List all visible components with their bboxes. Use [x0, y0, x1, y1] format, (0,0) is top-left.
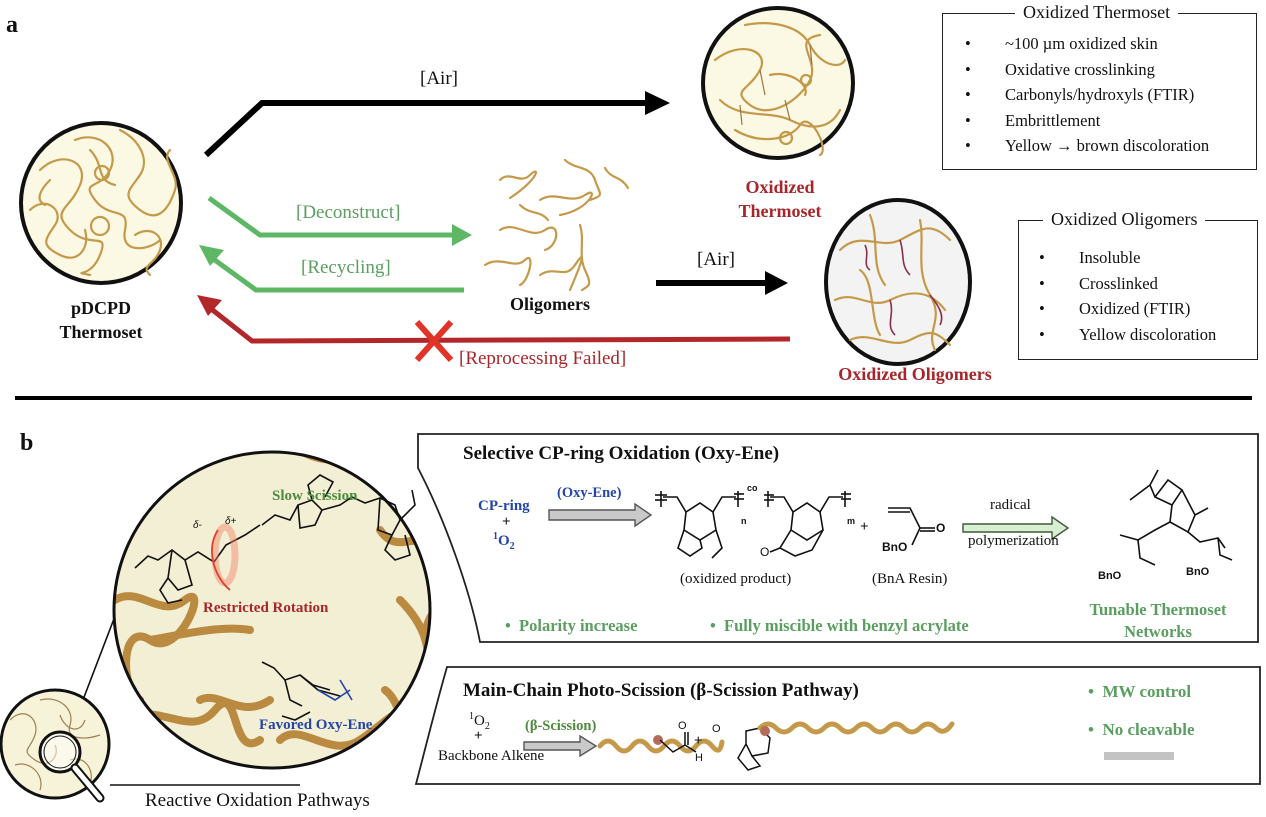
tunable-networks-label: Tunable Thermoset Networks — [1068, 599, 1248, 643]
slow-scission-label: Slow Scission — [272, 488, 358, 504]
delta-plus-label: δ+ — [225, 516, 237, 527]
oxidized-oligomers-circle — [824, 198, 972, 366]
ketone-product — [737, 721, 955, 771]
restricted-rotation-molecule — [134, 474, 416, 604]
thermoset-property-item: •Yellow → brown discoloration — [965, 136, 1210, 155]
favored-oxy-ene-molecule — [261, 661, 353, 721]
scission-box-title: Main-Chain Photo-Scission (β-Scission Pa… — [463, 680, 859, 701]
no-cleavable-bullet: • No cleavable — [1088, 720, 1195, 739]
aldehyde-product — [597, 732, 725, 754]
network-bno-right: BnO — [1186, 566, 1210, 578]
aldehyde-hydrogen: H — [695, 752, 703, 764]
pdcpd-label-line1: pDCPD — [70, 298, 131, 318]
plus-sign-4: + — [694, 733, 703, 749]
oxidized-thermoset-line1: Oxidized — [745, 177, 815, 197]
oxidized-oligomers-label: Oxidized Oligomers — [838, 364, 992, 384]
plus-sign-3: + — [474, 728, 483, 744]
miscible-bullet: • Fully miscible with benzyl acrylate — [710, 616, 969, 635]
radical-polymerization-arrow — [962, 515, 1070, 541]
bno-label: BnO — [882, 540, 908, 554]
pdcpd-thermoset-circle — [19, 121, 183, 285]
bna-resin-caption: (BnA Resin) — [872, 571, 948, 587]
thermoset-property-item: •Embrittlement — [965, 110, 1101, 130]
thermoset-property-item: •~100 µm oxidized skin — [965, 34, 1158, 53]
panel-b-label: b — [20, 430, 34, 456]
singlet-oxygen-label: 1O2 — [493, 531, 515, 552]
carbonyl-oxygen-label: O — [760, 545, 770, 559]
oligomer-fragments — [483, 158, 630, 292]
polarity-bullet: • Polarity increase — [505, 616, 638, 635]
restricted-rotation-label: Restricted Rotation — [203, 600, 329, 616]
air-arrow-middle — [656, 271, 788, 295]
oligomer-property-item: •Oxidized (FTIR) — [1039, 299, 1191, 318]
recycling-label: [Recycling] — [301, 257, 391, 278]
plus-sign-2: + — [860, 519, 869, 535]
favored-oxy-ene-label: Favored Oxy-Ene — [259, 717, 373, 733]
radical-label: radical — [990, 497, 1031, 513]
oligomer-property-item: •Yellow discoloration — [1039, 324, 1217, 344]
beta-scission-arrow-label: (β-Scission) — [525, 718, 597, 734]
acrylate-oxygen-label: O — [936, 521, 946, 535]
air-label-top: [Air] — [420, 68, 458, 89]
blurred-text — [1104, 752, 1174, 760]
oxy-ene-box-outline — [417, 433, 1259, 643]
plus-sign: + — [502, 514, 511, 530]
magnifying-glass-icon — [38, 730, 105, 803]
copolymer-co-label: co — [747, 483, 758, 493]
thermoset-property-item: •Oxidative crosslinking — [965, 59, 1155, 79]
mw-control-bullet: • MW control — [1088, 682, 1192, 701]
network-bno-left: BnO — [1098, 570, 1122, 582]
cross-icon — [414, 319, 454, 363]
oxidized-thermoset-box: Oxidized Thermoset •~100 µm oxidized ski… — [942, 2, 1257, 170]
oligomer-property-item: •Crosslinked — [1039, 273, 1158, 293]
subscript-n: n — [741, 516, 747, 526]
pdcpd-label-line2: Thermoset — [59, 322, 143, 342]
thermoset-network-structure — [1119, 469, 1233, 566]
reprocessing-failed-label: [Reprocessing Failed] — [459, 348, 627, 369]
cp-ring-label: CP-ring — [478, 498, 530, 514]
oxy-ene-arrow — [548, 502, 653, 528]
deconstruct-label: [Deconstruct] — [296, 202, 401, 223]
polymerization-label: polymerization — [968, 533, 1059, 549]
oxidized-thermoset-circle — [701, 6, 855, 160]
singlet-oxygen-label-2: 1O2 — [469, 711, 490, 732]
delta-minus-label: δ- — [193, 520, 202, 531]
tunable-networks-line2: Networks — [1124, 622, 1192, 641]
aldehyde-oxygen: O — [678, 720, 687, 732]
oxy-ene-box-title: Selective CP-ring Oxidation (Oxy-Ene) — [463, 443, 780, 464]
deconstruct-arrow — [207, 195, 472, 246]
oxidized-product-structure — [655, 491, 851, 559]
oxidized-oligomers-box-title: Oxidized Oligomers — [1043, 209, 1206, 230]
ketone-oxygen: O — [712, 723, 721, 735]
reactive-oxidation-caption: Reactive Oxidation Pathways — [145, 790, 370, 811]
oligomers-label: Oligomers — [510, 294, 590, 314]
oxy-ene-arrow-label: (Oxy-Ene) — [557, 485, 622, 501]
oligomer-property-item: •Insoluble — [1039, 248, 1141, 267]
air-label-middle: [Air] — [697, 249, 735, 270]
oxidized-thermoset-label: Oxidized Thermoset — [715, 175, 845, 223]
tunable-networks-line1: Tunable Thermoset — [1089, 600, 1227, 619]
backbone-alkene-label: Backbone Alkene — [438, 748, 545, 764]
panel-a-label: a — [6, 12, 18, 38]
air-arrow-top — [203, 91, 670, 158]
thermoset-property-item: •Carbonyls/hydroxyls (FTIR) — [965, 85, 1195, 104]
pdcpd-thermoset-label: pDCPD Thermoset — [36, 296, 166, 344]
oxidized-thermoset-box-title: Oxidized Thermoset — [1015, 2, 1179, 23]
recycling-arrow — [199, 245, 464, 293]
benzyl-acrylate-structure — [888, 507, 935, 546]
oxidized-product-caption: (oxidized product) — [680, 571, 792, 587]
subscript-m: m — [847, 516, 856, 526]
beta-scission-arrow — [523, 734, 598, 758]
oxidized-oligomers-box: Oxidized Oligomers •Insoluble •Crosslink… — [1018, 209, 1258, 360]
reprocessing-failed-arrow — [197, 295, 791, 344]
oxidized-thermoset-line2: Thermoset — [738, 201, 822, 221]
